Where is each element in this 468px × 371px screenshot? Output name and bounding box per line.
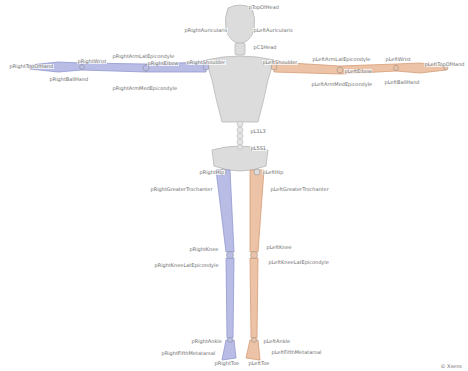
- joint-label: pL1L3: [250, 129, 266, 134]
- left-limbs: [246, 62, 446, 360]
- joint-label: pLeftAnkle: [263, 339, 291, 344]
- right-limbs: [30, 62, 236, 360]
- joint-label: pLeftFifthMetatarsal: [271, 350, 322, 355]
- joint-label: pRightHip: [199, 170, 225, 175]
- joint-label: pRightFifthMetatarsal: [161, 351, 216, 356]
- joint-label: pLeftShoulder: [262, 60, 298, 65]
- joint-label: pLeftTopOfHand: [424, 62, 465, 67]
- joint-label: pRightToe: [214, 361, 240, 366]
- joint-label: pLeftWrist: [385, 57, 411, 62]
- joint-label: pRightArmLatEpicondyle: [112, 54, 175, 59]
- joint-label: pL5S1: [250, 146, 267, 151]
- joint-label: pLeftArmMedEpicondyle: [311, 82, 373, 87]
- joint-label: pRightGreaterTrochanter: [150, 187, 213, 192]
- spine: [237, 121, 243, 150]
- joint-label: pLeftKnee: [266, 245, 292, 250]
- joint-label: pC1Head: [253, 45, 277, 50]
- joint-label: pLeftHip: [262, 170, 284, 175]
- joint-label: pRightKneeLatEpicondyle: [154, 263, 219, 268]
- joint-label: pRightArmMedEpicondyle: [112, 86, 177, 91]
- watermark: © Xsens: [440, 364, 462, 369]
- joint-label: pRightTopOfHand: [9, 64, 54, 69]
- joint-label: pRightAnkle: [191, 339, 222, 344]
- joint-label: pRightKnee: [189, 247, 219, 252]
- joint-label: pLeftGreaterTrochanter: [270, 187, 329, 192]
- joint-label: pRightWrist: [77, 59, 107, 64]
- joint-label: pRightElbow: [147, 61, 179, 66]
- joint-label: pLeftArmLatEpicondyle: [312, 57, 371, 62]
- joint-label: pRightShoulder: [186, 60, 226, 65]
- joint-label: pLeftBallHand: [384, 80, 420, 85]
- joint-label: pRightBallHand: [49, 77, 89, 82]
- joint-markers: [28, 64, 448, 343]
- joint-label: pTopOfHead: [248, 5, 279, 10]
- joint-label: pRightAuricularis: [184, 28, 228, 33]
- joint-label: pLeftToe: [248, 361, 270, 366]
- joint-label: pLeftAuricularis: [253, 28, 293, 33]
- joint-label: pLeftElbow: [344, 69, 372, 74]
- joint-label: pLeftKneeLatEpicondyle: [268, 260, 329, 265]
